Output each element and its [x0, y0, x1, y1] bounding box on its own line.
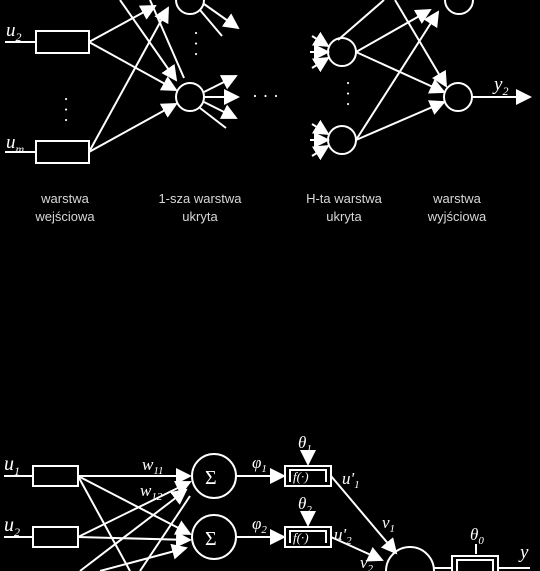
label-theta0: θ0 [470, 525, 484, 547]
b-conn-u2-s2 [77, 531, 192, 548]
label-y2: y2 [492, 74, 508, 98]
layer-label-output-line2: wyjściowa [427, 209, 487, 224]
label-v2: v2 [360, 553, 374, 571]
hiddenH-neuron-bot [327, 125, 357, 155]
dots-hiddenH: · · · [338, 80, 358, 107]
conn-hHbot-out-top [355, 10, 440, 141]
h1bot-out-1 [203, 75, 238, 93]
label-theta2: θ2 [298, 494, 312, 516]
output-neuron-y2 [443, 82, 473, 112]
label-b-u2: u2 [4, 514, 20, 539]
activation-box-2-inner [289, 530, 327, 543]
dots-inputs: · · · [56, 96, 76, 123]
b-input-box-u2 [32, 526, 79, 548]
label-w12: w12 [140, 481, 163, 503]
top-network [5, 0, 532, 164]
layer-label-hidden1-line2: ukryta [182, 209, 218, 224]
hidden1-to-out [330, 475, 398, 555]
activation-box-1-inner [289, 469, 327, 482]
layer-label-hiddenH: H-ta warstwa ukryta [284, 190, 404, 226]
layer-label-hidden1-line1: 1-sza warstwa [158, 191, 242, 206]
h1bot-out-4 [199, 107, 227, 129]
conn-um-h1top [88, 6, 169, 153]
layer-label-hidden1: 1-sza warstwa ukryta [140, 190, 260, 226]
conn-u2-h1bot [88, 41, 178, 91]
label-theta1: θ1 [298, 433, 312, 455]
output-sum-node [385, 546, 435, 571]
conn-cross-1 [119, 0, 178, 82]
layer-label-input: warstwa wejściowa [20, 190, 110, 226]
label-b-u1: u1 [4, 453, 20, 478]
layer-label-hiddenH-line2: ukryta [326, 209, 362, 224]
hH-in-7 [337, 0, 385, 41]
output-activation-inner [456, 559, 494, 571]
conn-u2-h1top [88, 5, 157, 43]
layer-label-input-line1: warstwa [41, 191, 89, 206]
label-y-out: y [518, 542, 529, 563]
corner-mark: ‾ [517, 0, 524, 14]
h1bot-out-3 [203, 101, 238, 119]
conn-hHmid-out-top [355, 9, 432, 53]
hiddenH-neuron-mid [327, 37, 357, 67]
h1top-out-1 [203, 3, 240, 30]
input-box-um [35, 140, 90, 164]
layer-label-hiddenH-line1: H-ta warstwa [306, 191, 382, 206]
label-w11: w11 [142, 455, 164, 477]
layer-label-output-line1: warstwa [433, 191, 481, 206]
activation-label-1: f(·) [293, 469, 309, 484]
layer-label-output: warstwa wyjściowa [412, 190, 502, 226]
sum-symbol-1: Σ [205, 467, 217, 489]
activation-label-2: f(·) [293, 530, 309, 545]
conn-hHbot-out-y2 [355, 100, 446, 141]
layer-label-input-line2: wejściowa [35, 209, 95, 224]
h1top-out-2 [199, 9, 223, 37]
label-uprime1: u'1 [342, 469, 360, 491]
dots-hidden1: · · · [186, 30, 206, 57]
label-v1: v1 [382, 513, 395, 535]
label-u2: u2 [6, 20, 22, 44]
hH-in-4 [311, 119, 330, 136]
conn-cross-2 [149, 0, 185, 79]
label-phi1: φ1 [252, 453, 267, 475]
b-input-box-u1 [32, 465, 79, 487]
output-neuron-top [444, 0, 474, 15]
b-conn-x-1 [77, 475, 131, 571]
hidden2-to-out [330, 536, 384, 562]
input-box-u2 [35, 30, 90, 54]
b-conn-x-2 [79, 488, 188, 571]
hH-in-6 [311, 144, 330, 161]
bottom-network [4, 450, 530, 571]
label-um: um [6, 132, 25, 156]
sum-symbol-2: Σ [205, 528, 217, 550]
b-conn-x-3 [99, 543, 188, 571]
conn-um-h1bot [88, 103, 178, 153]
hidden1-neuron-top [175, 0, 205, 15]
hH-in-1 [311, 31, 330, 48]
label-phi2: φ2 [252, 514, 267, 536]
output-activation-box [451, 555, 499, 571]
b-conn-x-4 [139, 495, 191, 571]
hidden1-neuron-bottom [175, 82, 205, 112]
label-uprime2: u'2 [334, 525, 352, 547]
hH-in-3 [311, 56, 330, 73]
dots-layers: · · · [252, 86, 279, 106]
conn-top-cross [394, 0, 448, 88]
